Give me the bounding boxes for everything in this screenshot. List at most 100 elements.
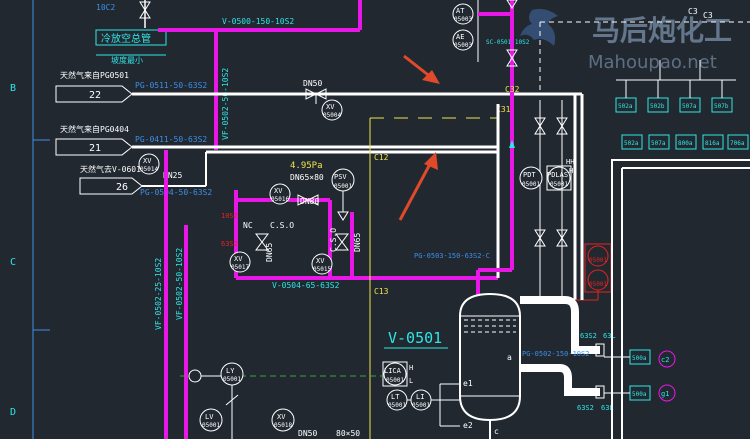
cold-box: C3 C3 502a 502b 507a 507b 502a 507a 800a: [539, 7, 750, 439]
xv-05004-bubble: [321, 99, 343, 121]
side-circle-c2: [658, 350, 676, 368]
xv-05014-bubble: [138, 153, 160, 175]
spec-63l-r2: 63L: [601, 404, 614, 412]
line-pg0504: PG-0504-50-63S2: [140, 188, 212, 197]
lt-05001-tag: 05001: [388, 402, 406, 409]
pdlas-05001-tag: 05001: [550, 181, 568, 188]
vessel-v0501: V-0501 a e1 e2 c PG-0502-150-10S2: [384, 292, 600, 439]
spec-63s2-r1: 63S2: [580, 332, 597, 340]
nozzle-e2: e2: [463, 421, 473, 430]
xv-05018-bubble: [271, 408, 295, 432]
label-c32: C32: [505, 85, 520, 94]
spec-63s2-r2: 63S2: [577, 404, 594, 412]
label-c31: C31: [496, 105, 511, 114]
line-vf-left: VF-0502-25-10S2: [154, 258, 163, 330]
ly-05001-name: LY: [226, 367, 235, 375]
panel-row2-2: 507a: [651, 140, 666, 147]
ae-05003-tag: 05003: [454, 42, 472, 49]
xv-05018-name: XV: [277, 413, 286, 421]
line-pg0411: PG-0411-50-63S2: [135, 135, 207, 144]
ly-05001-tag: 05001: [223, 376, 241, 383]
side-box-1-label: 500a: [632, 355, 647, 362]
at-05003-tag: 05003: [454, 16, 472, 23]
side-circle-g1: [658, 384, 676, 402]
watermark: 马后炮化工 Mahoupao.net: [520, 8, 732, 73]
ti-05001-tag: 05001: [589, 257, 607, 264]
panel-row2-3: 800a: [678, 140, 693, 147]
pdlas-h: H: [569, 167, 573, 175]
offpage-connector-21: [55, 138, 133, 156]
lica-05001-box: [382, 361, 408, 387]
pdlas-05001-box: [546, 165, 572, 191]
xv-05016-bubble: [269, 183, 291, 205]
nozzle-e1: e1: [463, 379, 473, 388]
cooling-vent-box: [95, 29, 167, 46]
border-row-d: D: [10, 407, 16, 418]
psv-05001-name: PSV: [334, 173, 347, 181]
nozzle-c: c: [494, 427, 499, 436]
top-area: 10C2 冷放空总管 坡度最小 V-0500-150-10S2 VF-0502-…: [95, 0, 362, 150]
offpage-num-22: 22: [89, 90, 101, 101]
ti-05001-bubble: [587, 245, 609, 267]
xv-05017-tag: 05017: [231, 264, 249, 271]
lica-05001-name: LICA: [384, 367, 402, 375]
red-arrows: [398, 54, 440, 221]
watermark-en: Mahoupao.net: [588, 52, 717, 73]
arrow-head-upper: [422, 70, 440, 84]
line-v0504: V-0504-65-63S2: [272, 281, 340, 290]
nc-label: NC: [243, 221, 253, 230]
sc-line-label: SC-0501-10S2: [486, 39, 530, 46]
xv-05004-tag: 05004: [323, 112, 341, 119]
lica-h: H: [409, 364, 413, 372]
lv-05001-tag: 05001: [202, 422, 220, 429]
level-control-valve: LY 05001 LV 05001 XV 05018 DN50 80×50: [180, 362, 383, 439]
lt-05001-name: LT: [391, 393, 400, 401]
xv-05016-tag: 05016: [271, 196, 289, 203]
xv-05014-tag: 05014: [140, 166, 158, 173]
line-lower: PG-0502-150-10S2: [522, 350, 589, 358]
tag-10c2: 10C2: [96, 3, 115, 12]
li-05001-tag: 05001: [412, 402, 430, 409]
line-pg0511: PG-0511-50-63S2: [135, 81, 207, 90]
border-row-b: B: [10, 83, 16, 94]
cso-label-2: C.S.O: [329, 228, 338, 252]
left-verticals: VF-0502-25-10S2 VF-0502-50-10S2: [154, 150, 188, 439]
pressure-label: 4.95Pa: [290, 161, 323, 171]
psv-05001-tag: 05001: [334, 183, 352, 190]
xv-05015-bubble: [311, 253, 333, 275]
line-pg0503: PG-0503-150-63S2-C: [414, 252, 490, 260]
xv-05017-bubble: [229, 251, 251, 273]
line-vf-mid: VF-0502-50-10S2: [175, 248, 184, 320]
panel-c3-2: C3: [703, 11, 713, 20]
watermark-cn: 马后炮化工: [592, 14, 732, 47]
xv-05017-name: XV: [234, 255, 243, 263]
dn50-bottom: DN50: [298, 429, 317, 438]
lica-l: L: [409, 377, 413, 385]
side-box-2-label: 500a: [632, 391, 647, 398]
gas-to-v0601: 天然气去V-0601: [80, 164, 141, 174]
at-05003-name: AT: [456, 7, 465, 15]
panel-row2-4: 816a: [705, 140, 720, 147]
horse-logo-icon: [520, 8, 558, 46]
right-instruments: PDT 05001 PDLAS 05001 HH H 05001 05001 6…: [519, 94, 676, 412]
cso-label-1: C.S.O: [270, 221, 294, 230]
offpage-connector-22: [55, 85, 133, 103]
cooling-vent-note: 坡度最小: [111, 55, 143, 65]
panel-row-1: 502a 502b 507a 507b: [615, 80, 733, 113]
border-row-c: C: [10, 257, 16, 268]
pdlas-05001-name: PDLAS: [547, 171, 568, 179]
analyzer-group: AT 05003 AE 05003 SC-0501-10S2 C32 C31 P…: [414, 0, 530, 296]
offpage-num-21: 21: [89, 143, 101, 154]
ly-solenoid-icon: [188, 369, 202, 383]
spec-63l-r1: 63L: [603, 332, 616, 340]
relief-area: 4.95Pa DN65×80 PSV 05001 V-0504-65-63S2 …: [221, 117, 498, 439]
xv-05015-name: XV: [316, 257, 325, 265]
control-panel-grid: C3 C3: [539, 7, 750, 90]
panel-row2-1: 502a: [624, 140, 639, 147]
natural-gas-inlets: 天然气来自PG0501 22 PG-0511-50-63S2 DN50 XV 0…: [55, 70, 582, 197]
side-circle-g1-label: g1: [661, 390, 669, 398]
dn80-label: DN80: [300, 197, 319, 206]
dn25-label: DN25: [163, 171, 182, 180]
line-vf-top: VF-0502-50-10S2: [221, 68, 230, 140]
panel-row-2: 502a 507a 800a 816a 706a: [621, 134, 749, 150]
